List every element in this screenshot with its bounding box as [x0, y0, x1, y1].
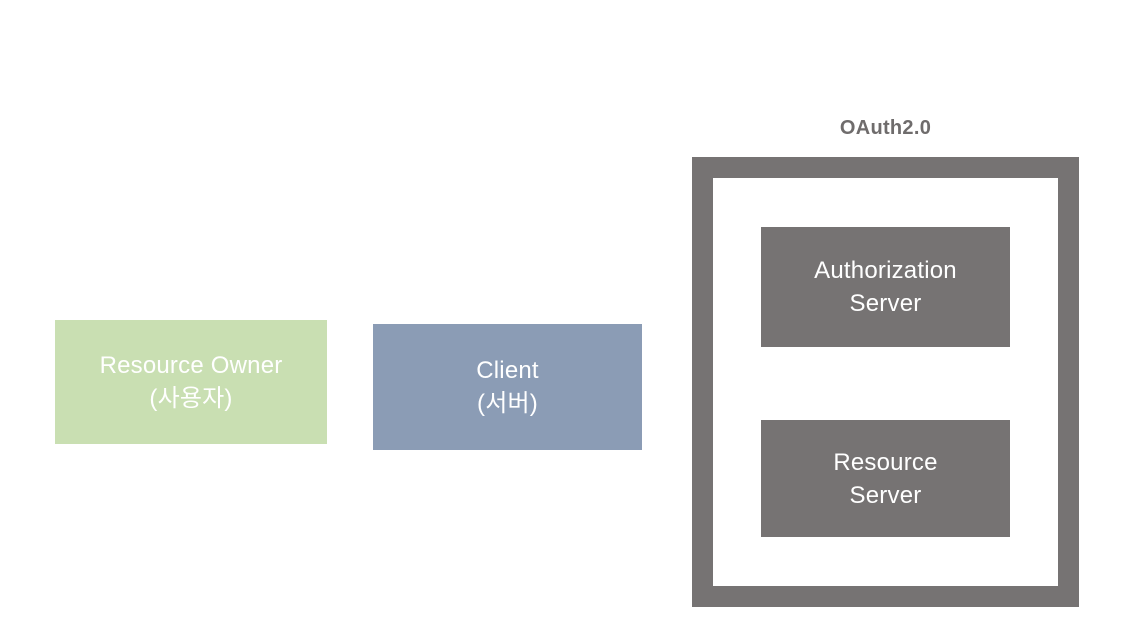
- node-client: Client (서버): [373, 324, 642, 450]
- node-authorization-server: Authorization Server: [761, 227, 1010, 347]
- node-resource-owner-label-line2: (사용자): [149, 385, 233, 412]
- node-authorization-server-label-line1: Authorization: [814, 257, 957, 284]
- node-authorization-server-label-line2: Server: [849, 290, 922, 317]
- node-resource-owner-label-line1: Resource Owner: [99, 352, 283, 379]
- group-oauth-frame: [692, 157, 1079, 607]
- node-resource-owner: Resource Owner (사용자): [55, 320, 327, 444]
- group-oauth-title: OAuth2.0: [839, 117, 932, 139]
- node-resource-server-label-line2: Server: [849, 481, 922, 509]
- node-client-label-line2: (서버): [477, 390, 538, 417]
- node-resource-server-label-line1: Resource: [833, 448, 938, 476]
- node-client-label-line1: Client: [476, 357, 539, 384]
- node-resource-server: Resource Server: [761, 420, 1010, 537]
